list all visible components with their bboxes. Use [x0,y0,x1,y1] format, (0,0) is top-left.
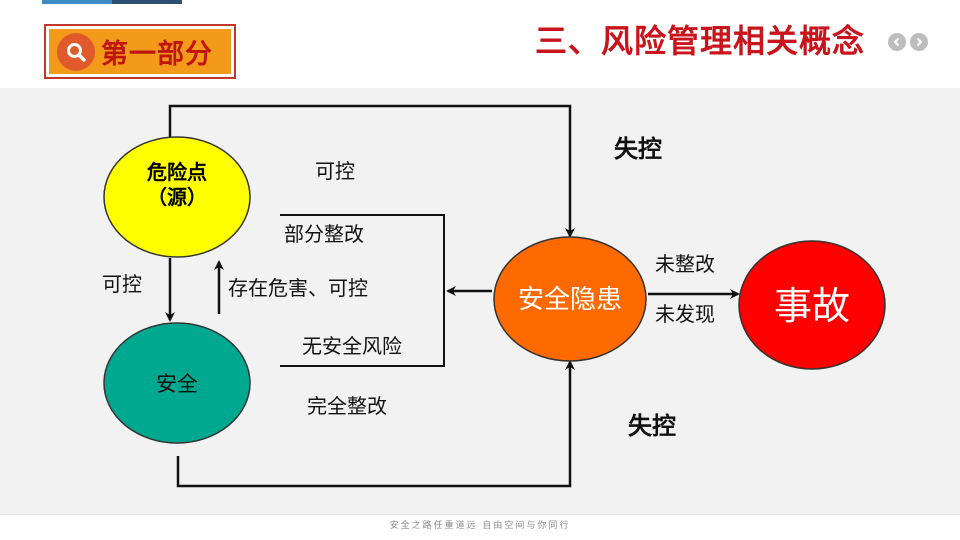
page-title: 三、风险管理相关概念 [534,22,865,60]
label-no-safety-risk: 无安全风险 [302,334,402,358]
next-slide-button[interactable] [910,33,928,51]
label-not-rectified: 未整改 [655,252,715,276]
chevron-right-icon [916,37,923,47]
edge-hazard-to-hidden-danger [168,104,575,238]
top-accent-bar [42,0,112,4]
magnifier-icon [57,32,95,71]
footer-slogan: 安全之路任重道远 自由空间与你同行 [389,521,571,531]
section-badge-label: 第一部分 [101,39,213,70]
prev-slide-button[interactable] [888,33,906,51]
label-out-of-control-top: 失控 [614,135,662,163]
rectification-bracket [280,214,445,367]
label-partial-rectification: 部分整改 [284,222,364,246]
label-not-discovered: 未发现 [655,302,715,326]
hazard-node-label: 危险点 （源） [117,160,237,210]
accident-node [738,240,886,370]
hidden-danger-node [493,236,647,362]
safe-node [103,322,251,444]
label-controllable-left: 可控 [102,272,142,296]
label-controllable-top: 可控 [315,159,355,183]
edge-safe-to-hidden-danger [176,360,575,488]
footer-divider [0,514,960,515]
hazard-node [103,136,251,258]
label-exists-hazard-controllable: 存在危害、可控 [228,276,368,300]
accident-node-label: 事故 [773,284,850,328]
hazard-node-label-line2: （源） [147,185,207,209]
label-full-rectification: 完全整改 [307,394,387,418]
label-out-of-control-bottom: 失控 [628,412,676,440]
top-accent-bar-dark [112,0,182,4]
safe-node-label: 安全 [156,372,198,396]
hazard-node-label-line1: 危险点 [147,160,207,184]
chevron-left-icon [893,37,900,47]
hidden-danger-node-label: 安全隐患 [517,285,622,315]
section-badge: 第一部分 [44,24,236,79]
